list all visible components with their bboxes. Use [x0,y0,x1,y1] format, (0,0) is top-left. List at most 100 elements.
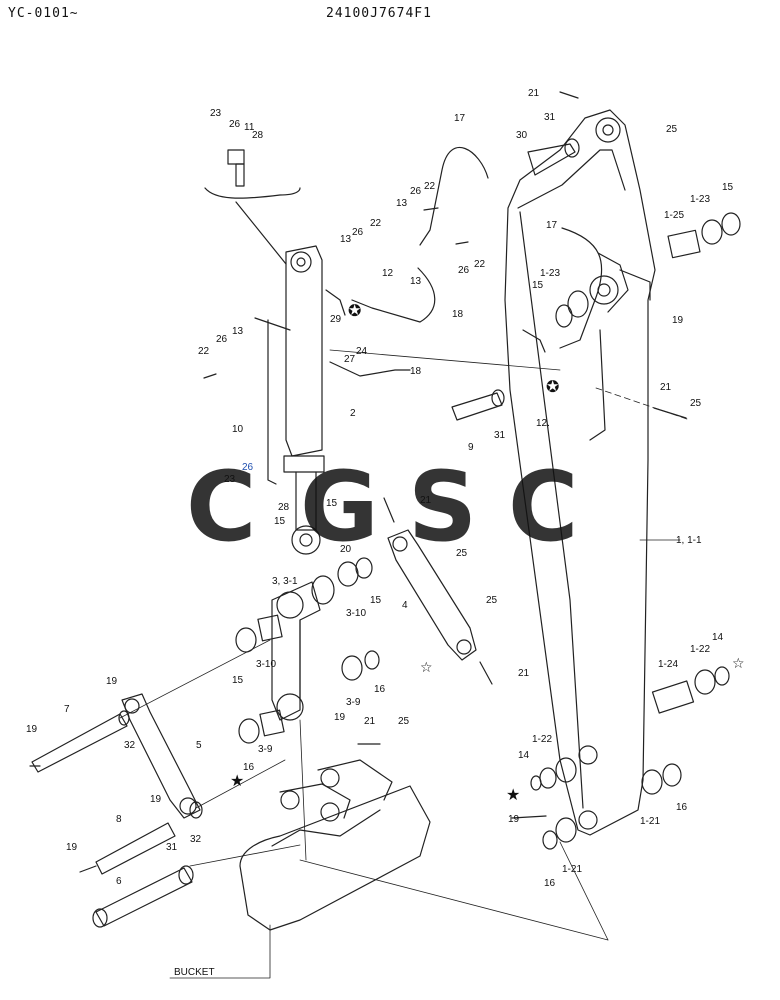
detail-stem [235,163,245,187]
label-22: 22 [474,259,486,270]
label-13: 13 [232,326,244,337]
watermark-letter: S [408,451,477,563]
label-25: 25 [456,548,468,559]
label-1-24: 1-24 [658,659,678,670]
label-31: 31 [494,430,506,441]
label-19: 19 [26,724,38,735]
label-25: 25 [666,124,678,135]
label-12: 12 [382,268,394,279]
label-19: 19 [106,676,118,687]
label-25: 25 [486,595,498,606]
label-15: 15 [722,182,734,193]
label-3-10: 3-10 [346,608,366,619]
watermark-letter: C [508,451,578,563]
label-26: 26 [352,227,364,238]
label-16: 16 [243,762,255,773]
label-28: 28 [278,502,290,513]
label-1-22: 1-22 [532,734,552,745]
detail-bracket [204,187,301,199]
boom-bushings [530,212,741,850]
star-marks: ✪ ✪ ★ ★ ☆ ☆ [230,301,745,804]
label-28: 28 [252,130,264,141]
label-19: 19 [66,842,78,853]
svg-text:✪: ✪ [348,301,361,320]
label-17: 17 [546,220,558,231]
detail-block [227,149,245,165]
svg-text:☆: ☆ [420,660,433,676]
svg-text:★: ★ [230,771,244,790]
label-21: 21 [528,88,540,99]
label-19: 19 [672,315,684,326]
label-21: 21 [518,668,530,679]
drawing-number: 24100J7674F1 [326,6,432,21]
label-24: 24 [356,346,368,357]
label-3: 3, 3-1 [272,576,298,587]
watermark: C G S C [186,451,578,563]
label-15: 15 [532,280,544,291]
label-3-10: 3-10 [256,659,276,670]
label-3-9: 3-9 [346,697,361,708]
label-26: 26 [229,119,241,130]
label-3-9: 3-9 [258,744,273,755]
label-5: 5 [196,740,202,751]
label-26: 26 [410,186,422,197]
label-18: 18 [410,366,422,377]
label-1-23: 1-23 [540,268,560,279]
label-1: 1, 1-1 [676,535,702,546]
label-25: 25 [690,398,702,409]
hoses [329,147,603,377]
pins [31,710,203,928]
label-16: 16 [676,802,688,813]
label-1-21: 1-21 [562,864,582,875]
label-29: 29 [330,314,342,325]
label-15: 15 [326,498,338,509]
watermark-letter: C [186,451,256,563]
label-4: 4 [402,600,408,611]
label-32: 32 [190,834,202,845]
label-17: 17 [454,113,466,124]
label-9: 9 [468,442,474,453]
label-6: 6 [116,876,122,887]
link-4 [387,529,477,661]
label-1-21: 1-21 [640,816,660,827]
pin-9 [451,389,505,421]
watermark-letter: G [300,451,379,563]
model-range: YC-0101~ [8,6,79,21]
label-15: 15 [274,516,286,527]
label-16: 16 [374,684,386,695]
detail-leader [235,201,287,265]
label-13: 13 [410,276,422,287]
label-14: 14 [518,750,530,761]
label-19: 19 [508,814,520,825]
svg-text:★: ★ [506,785,520,804]
label-16: 16 [544,878,556,889]
arm [235,557,380,744]
label-1-23: 1-23 [690,194,710,205]
label-1-22: 1-22 [690,644,710,655]
arm-cylinder [254,245,346,555]
label-13: 13 [340,234,352,245]
label-23: 23 [224,474,236,485]
label-30: 30 [516,130,528,141]
label-21: 21 [420,495,432,506]
label-21: 21 [660,382,672,393]
label-20: 20 [340,544,352,555]
leader-lines [119,349,691,979]
label-31: 31 [166,842,178,853]
label-2: 2 [350,408,356,419]
label-10: 10 [232,424,244,435]
boom [504,109,656,836]
bucket [239,759,431,931]
label-7: 7 [64,704,70,715]
label-15: 15 [370,595,382,606]
label-12b: 12. [536,418,550,429]
label-31: 31 [544,112,556,123]
label-18: 18 [452,309,464,320]
label-26: 26 [458,265,470,276]
label-26: 26 [216,334,228,345]
label-19: 19 [150,794,162,805]
label-22: 22 [198,346,210,357]
label-27: 27 [344,354,356,365]
label-22: 22 [424,181,436,192]
